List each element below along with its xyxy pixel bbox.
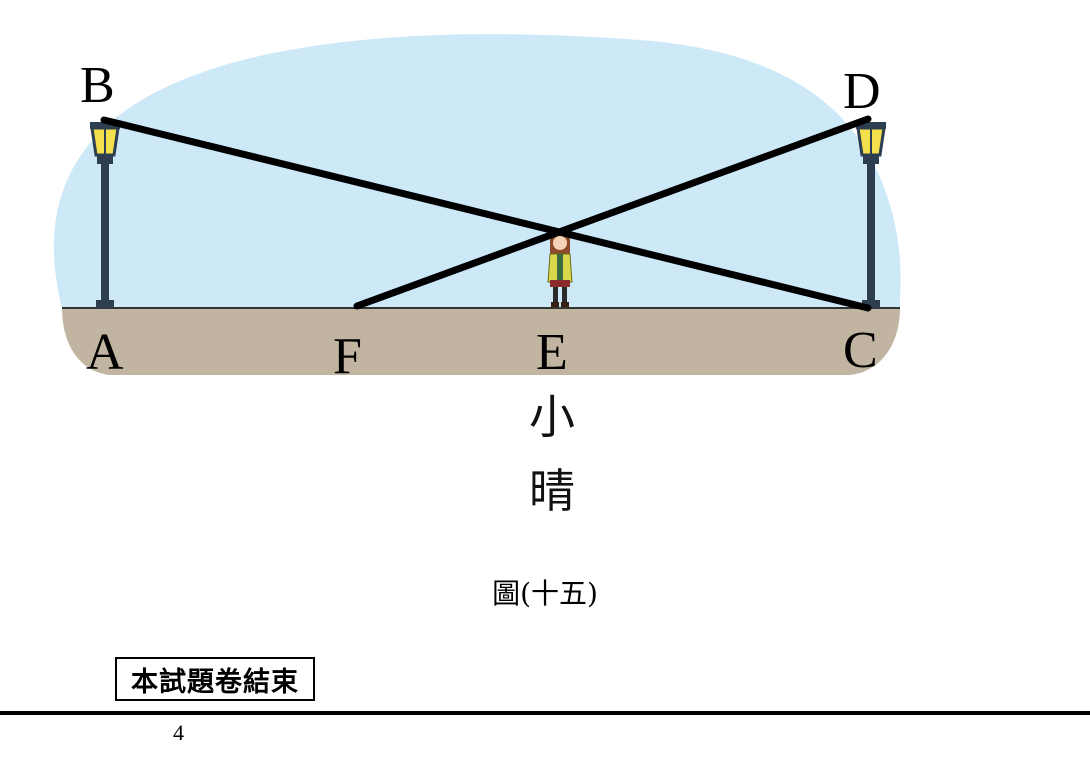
person-name-char-1: 小 (529, 390, 575, 444)
label-E: E (536, 324, 568, 381)
label-D: D (843, 63, 881, 120)
line-FD (353, 115, 872, 310)
label-B: B (80, 57, 115, 114)
diagram-figure: B D A F E C (53, 34, 901, 385)
page-number: 4 (173, 720, 184, 745)
label-F: F (333, 328, 362, 385)
line-BC (100, 116, 872, 312)
right-lamp-post (856, 122, 886, 308)
person-name-char-2: 晴 (529, 464, 575, 518)
label-C: C (843, 322, 878, 379)
ground (62, 308, 900, 375)
exam-end-notice: 本試題卷結束 (115, 657, 315, 701)
footer-divider (0, 711, 1090, 715)
sky-background (53, 34, 901, 308)
label-A: A (86, 324, 124, 381)
figure-caption: 圖(十五) (492, 577, 598, 610)
left-lamp-post (90, 122, 120, 308)
